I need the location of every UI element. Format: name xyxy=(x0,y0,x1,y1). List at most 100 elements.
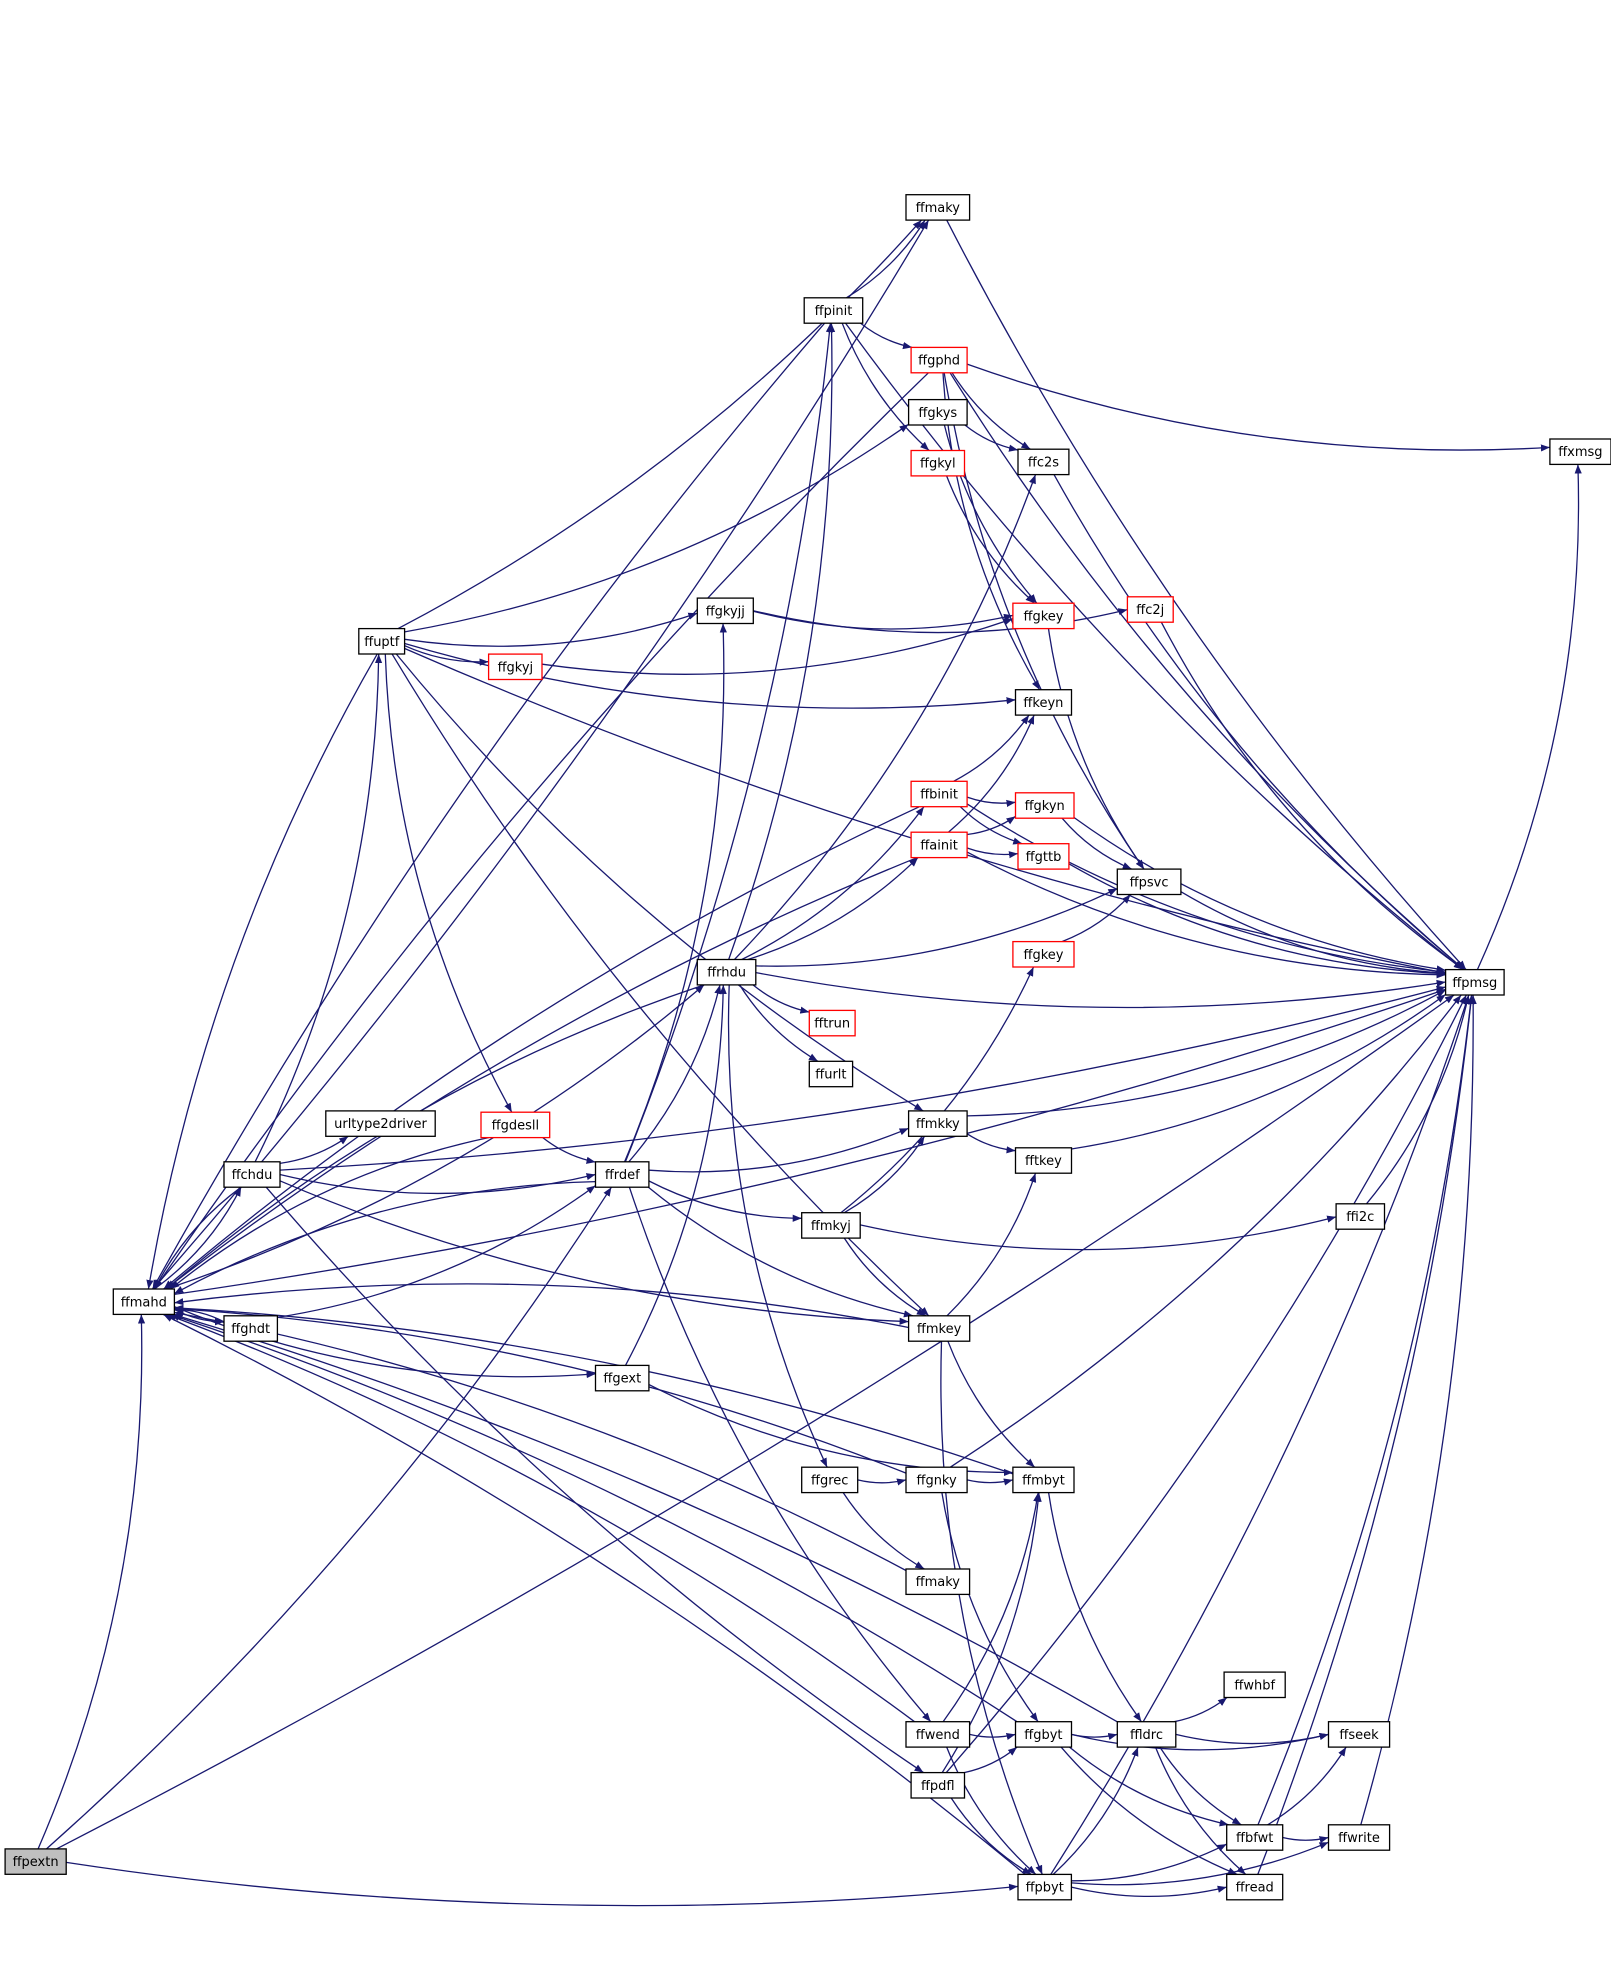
edge-line xyxy=(1071,1841,1329,1886)
node-ffurlt[interactable]: ffurlt xyxy=(808,1060,854,1088)
node-ffmaky2[interactable]: ffmaky xyxy=(905,1568,971,1596)
edge-line xyxy=(843,1135,926,1214)
node-ffread[interactable]: ffread xyxy=(1226,1873,1284,1901)
edge-line xyxy=(170,1136,489,1290)
edge-line xyxy=(755,888,1118,967)
edge-line xyxy=(752,984,810,1014)
node-ffrdef[interactable]: ffrdef xyxy=(594,1161,650,1188)
edge-ffmkky-to-ffpmsg xyxy=(967,989,1446,1117)
node-label: ffpextn xyxy=(13,1855,59,1870)
edge-line xyxy=(163,1313,1026,1875)
edge-ffainit-to-ffmahd xyxy=(165,857,918,1290)
edge-line xyxy=(1061,894,1131,943)
node-fftrun[interactable]: fftrun xyxy=(808,1009,856,1037)
node-ffbfwt[interactable]: ffbfwt xyxy=(1226,1824,1284,1851)
node-label: ffmahd xyxy=(121,1295,167,1310)
edge-line xyxy=(1071,1885,1227,1897)
node-box xyxy=(1226,1873,1284,1901)
edge-ffpbyt-to-ffmahd xyxy=(163,1313,1026,1875)
edge-ffpsvc-to-ffpmsg xyxy=(1180,891,1446,977)
edge-line xyxy=(173,1180,596,1295)
node-ffgrec[interactable]: ffgrec xyxy=(801,1466,859,1494)
node-box xyxy=(223,1161,281,1188)
node-ffgdesll[interactable]: ffgdesll xyxy=(480,1111,551,1139)
node-label: ffurlt xyxy=(815,1068,846,1083)
edge-line xyxy=(942,1492,1041,1723)
node-urltype2driver[interactable]: urltype2driver xyxy=(325,1110,436,1137)
edge-ffmkyj-to-ffi2c xyxy=(860,1215,1337,1251)
node-label: ffgbyt xyxy=(1024,1728,1062,1743)
edge-ffgkey-to-ffpsvc xyxy=(1047,628,1145,870)
node-ffxmsg[interactable]: ffxmsg xyxy=(1549,438,1611,466)
edge-line xyxy=(648,1384,1013,1477)
node-ffseek[interactable]: ffseek xyxy=(1327,1721,1391,1748)
node-box xyxy=(325,1110,436,1137)
node-ffwend[interactable]: ffwend xyxy=(905,1721,971,1748)
node-box xyxy=(112,1288,176,1316)
node-ffgext[interactable]: ffgext xyxy=(594,1364,650,1392)
node-ffgkey2[interactable]: ffgkey xyxy=(1012,940,1075,968)
node-ffpextn[interactable]: ffpextn xyxy=(4,1848,67,1875)
node-ffgbyt[interactable]: ffgbyt xyxy=(1014,1721,1073,1748)
edge-line xyxy=(755,971,1446,1009)
node-label: ffgkyjj xyxy=(706,604,745,619)
node-ffgkyj[interactable]: ffgkyj xyxy=(487,653,543,681)
node-ffghdt[interactable]: ffghdt xyxy=(223,1315,279,1342)
node-ffmkky[interactable]: ffmkky xyxy=(907,1110,968,1137)
node-box xyxy=(808,1060,854,1088)
edge-line xyxy=(845,322,1464,971)
node-ffainit[interactable]: ffainit xyxy=(910,831,968,859)
node-ffgnky[interactable]: ffgnky xyxy=(905,1466,968,1494)
node-ffi2c[interactable]: ffi2c xyxy=(1335,1203,1386,1230)
edge-line xyxy=(174,988,1446,1296)
node-ffbinit[interactable]: ffbinit xyxy=(910,780,968,808)
node-ffmkyj[interactable]: ffmkyj xyxy=(801,1212,861,1239)
node-ffc2j[interactable]: ffc2j xyxy=(1126,596,1174,623)
edge-line xyxy=(1053,474,1465,971)
node-ffrhdu[interactable]: ffrhdu xyxy=(696,958,757,986)
edge-ffmkey-to-ffpbyt xyxy=(940,1341,1043,1875)
edge-ffgkyj-to-ffgkey xyxy=(542,618,1014,675)
node-label: ffpbyt xyxy=(1026,1881,1064,1896)
node-ffgkyn[interactable]: ffgkyn xyxy=(1014,792,1075,819)
node-ffgttb[interactable]: ffgttb xyxy=(1017,843,1070,870)
node-fftkey[interactable]: fftkey xyxy=(1014,1147,1073,1174)
node-ffgkys[interactable]: ffgkys xyxy=(907,398,968,426)
edge-ffpbyt-to-ffread xyxy=(1071,1885,1227,1897)
node-ffwrite[interactable]: ffwrite xyxy=(1327,1824,1391,1851)
node-ffpdfl[interactable]: ffpdfl xyxy=(910,1771,966,1799)
edge-ffrdef-to-ffmahd xyxy=(173,1180,596,1295)
node-ffkeyn[interactable]: ffkeyn xyxy=(1014,689,1073,716)
node-ffpinit[interactable]: ffpinit xyxy=(803,297,864,324)
node-ffmkey[interactable]: ffmkey xyxy=(907,1315,971,1342)
edge-ffgttb-to-ffpmsg xyxy=(1068,863,1446,977)
node-ffmahd[interactable]: ffmahd xyxy=(112,1288,176,1316)
edge-line xyxy=(966,796,1016,808)
node-ffgkyjj[interactable]: ffgkyjj xyxy=(696,597,754,625)
node-box xyxy=(910,831,968,859)
node-ffpmsg[interactable]: ffpmsg xyxy=(1444,968,1505,996)
node-ffgkey[interactable]: ffgkey xyxy=(1012,602,1075,630)
node-ffc2s[interactable]: ffc2s xyxy=(1017,448,1070,476)
node-ffmaky[interactable]: ffmaky xyxy=(905,194,971,221)
node-box xyxy=(696,597,754,625)
edge-ffgdesll-to-ffrdef xyxy=(542,1137,596,1164)
node-ffgphd[interactable]: ffgphd xyxy=(910,346,968,374)
edge-ffmkyj-to-ffmkey xyxy=(843,1237,927,1317)
edge-ffldrc-to-ffmahd xyxy=(173,1313,1118,1723)
node-label: ffxmsg xyxy=(1558,445,1602,460)
node-ffpsvc[interactable]: ffpsvc xyxy=(1116,868,1182,896)
edge-ffpinit-to-ffmahd xyxy=(152,322,826,1290)
node-ffmbyt[interactable]: ffmbyt xyxy=(1012,1466,1075,1494)
node-ffuptf[interactable]: ffuptf xyxy=(358,627,406,655)
node-ffpbyt[interactable]: ffpbyt xyxy=(1017,1873,1073,1901)
node-ffchdu[interactable]: ffchdu xyxy=(223,1161,281,1188)
graph-nodes: ffpextn ffmahd ffchdu ffghdt ffuptf urltype2d… xyxy=(4,194,1611,1901)
edge-ffgext-to-ffmbyt xyxy=(648,1384,1013,1477)
node-ffgkyl[interactable]: ffgkyl xyxy=(910,449,966,477)
node-ffwhbf[interactable]: ffwhbf xyxy=(1223,1671,1286,1699)
node-ffldrc[interactable]: ffldrc xyxy=(1116,1721,1177,1748)
edge-line xyxy=(846,219,926,299)
edge-line xyxy=(1476,464,1582,970)
edge-ffgrec-to-ffmaky2 xyxy=(842,1492,925,1570)
